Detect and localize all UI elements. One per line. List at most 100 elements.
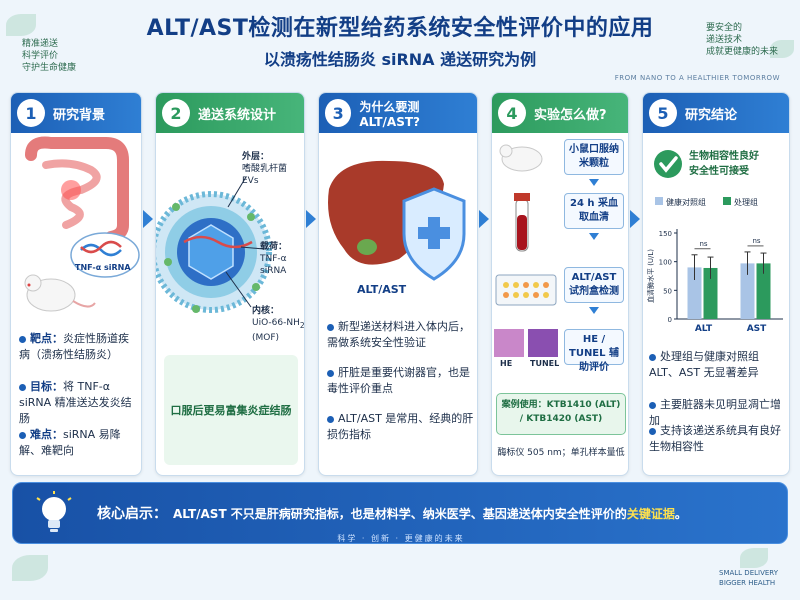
core-label: 内核： UiO-66-NH2 (MOF) — [252, 306, 305, 343]
flow-arrow — [306, 210, 316, 228]
panel-title: 为什么要测 ALT/AST? — [359, 99, 420, 129]
panel-background: 4 实验怎么做? HE TUNEL 小鼠口服纳米颗粒 24 h 采血取血清 AL… — [491, 92, 629, 476]
instrument-note: 酶标仪 505 nm；单孔样本量低 — [497, 448, 625, 458]
y-tick-label: 50 — [663, 287, 672, 295]
bar — [740, 263, 755, 319]
legend-label: 处理组 — [734, 197, 758, 207]
bullet-dot — [649, 427, 656, 435]
step-box: ALT/AST 试剂盒检测 — [564, 267, 624, 303]
step-number: 1 — [17, 99, 45, 127]
panel-header: 1 研究背景 — [11, 93, 141, 133]
sirna-bubble — [70, 232, 140, 278]
mof-core-icon — [188, 224, 234, 280]
cargo-label: 载荷： TNF-α siRNA — [260, 242, 288, 276]
case-label: 案例使用：KTB1410 (ALT) / KTB1420 (AST) — [501, 400, 621, 424]
stain-label-he: HE — [500, 359, 513, 368]
caption-text: 口服后更易富集炎症结肠 — [170, 404, 292, 417]
caption-box: 口服后更易富集炎症结肠 — [164, 355, 298, 465]
liver-label: ALT/AST — [357, 283, 407, 296]
colon-icon — [25, 136, 129, 243]
legend-swatch — [723, 197, 731, 205]
motto-right: FROM NANO TO A HEALTHIER TOMORROW — [614, 74, 780, 82]
bullet-dot — [649, 353, 656, 361]
step-number: 4 — [498, 99, 526, 127]
step-arrow — [589, 233, 599, 240]
list-item: 新型递送材料进入体内后，需做系统安全性验证 — [327, 320, 470, 349]
legend-swatch — [655, 197, 663, 205]
list-item: 目标：将 TNF-α siRNA 精准送达发炎结肠 — [19, 380, 132, 425]
bullet-dot — [19, 383, 26, 391]
tunel-stain-icon — [528, 329, 558, 357]
step-number: 5 — [649, 99, 677, 127]
list-item: 主要脏器未见明显凋亡增加 — [649, 398, 781, 427]
panel-title: 递送系统设计 — [198, 107, 277, 123]
legend-label: 健康对照组 — [666, 197, 706, 207]
inflammation-icon — [61, 180, 81, 200]
flow-arrow — [143, 210, 153, 228]
bullet-dot — [19, 431, 26, 439]
list-item: 难点：siRNA 易降解、难靶向 — [19, 428, 121, 457]
list-item: 靶点：炎症性肠道疾病（溃疡性结肠炎） — [19, 332, 129, 361]
step-arrow — [589, 179, 599, 186]
bar — [703, 267, 718, 319]
bullet-dot — [649, 401, 656, 409]
experiment-illustrations — [494, 144, 558, 357]
sirna-label: TNF-α siRNA — [75, 263, 131, 272]
y-axis-label: 血清酶水平 (U/L) — [646, 249, 655, 303]
tagline-right: 要安全的 递送技术 成就更健康的未来 — [705, 23, 778, 57]
flow-arrow — [630, 210, 640, 228]
step-number: 3 — [325, 99, 352, 127]
result-chart: 健康对照组处理组050100150血清酶水平 (U/L)nsALTnsAST — [646, 197, 783, 334]
intestine-mouse-illustration — [24, 136, 140, 312]
y-tick-label: 0 — [668, 316, 672, 324]
x-tick-label: ALT — [695, 324, 713, 334]
slogan: 科学 · 创新 · 更健康的未来 — [337, 534, 465, 543]
leaf-decoration — [12, 555, 48, 581]
bullet-dot — [19, 335, 26, 343]
he-stain-icon — [494, 329, 524, 357]
assay-plate-icon — [495, 274, 557, 306]
step-number: 2 — [162, 99, 190, 127]
panel-header: 4 实验怎么做? — [492, 93, 628, 133]
tagline-left: 精准递送 科学评价 守护生命健康 — [22, 39, 77, 73]
step-box: 24 h 采血取血清 — [564, 193, 624, 229]
panel-header: 5 研究结论 — [643, 93, 789, 133]
bullet-dot — [327, 369, 334, 377]
panel-background: 2 递送系统设计 外层： 嗜酸乳杆菌 EVs 载荷： TNF-α siRNA 内… — [155, 92, 305, 476]
panel-title: 实验怎么做? — [534, 107, 607, 123]
page-header: ALT/AST检测在新型给药系统安全性评价中的应用 以溃疡性结肠炎 siRNA … — [0, 0, 800, 92]
y-tick-label: 150 — [659, 230, 672, 238]
bullet-dot — [327, 415, 334, 423]
insight-text: 核心启示：ALT/AST 不只是肝病研究指标，也是材料学、纳米医学、基因递送体内… — [97, 506, 687, 522]
step-arrow — [589, 307, 599, 314]
list-item: 肝脏是重要代谢器官，也是毒性评价重点 — [327, 366, 470, 395]
check-text: 生物相容性良好 安全性可接受 — [689, 151, 759, 177]
y-tick-label: 100 — [659, 259, 672, 267]
panel-header: 3 为什么要测 ALT/AST? — [319, 93, 477, 133]
check-icon — [654, 150, 682, 178]
footer-motto: SMALL DELIVERY BIGGER HEALTH — [719, 569, 778, 587]
leaf-decoration — [740, 548, 768, 568]
step-box: 小鼠口服纳米颗粒 — [564, 139, 624, 175]
leaf-decoration — [770, 40, 794, 58]
liver-shield-illustration — [328, 160, 466, 281]
bar — [756, 263, 771, 319]
insight-banner: 核心启示：ALT/AST 不只是肝病研究指标，也是材料学、纳米医学、基因递送体内… — [12, 482, 788, 544]
flow-arrow — [479, 210, 489, 228]
step-box: HE / TUNEL 辅助评价 — [564, 329, 624, 373]
bar — [687, 267, 702, 319]
x-tick-label: AST — [747, 324, 767, 334]
stain-label-tunel: TUNEL — [530, 359, 560, 368]
outer-layer-label: 外层： 嗜酸乳杆菌 EVs — [242, 152, 288, 186]
bullet-dot — [327, 323, 334, 331]
list-item: ALT/AST 是常用、经典的肝损伤指标 — [327, 412, 474, 441]
page-title: ALT/AST检测在新型给药系统安全性评价中的应用 — [146, 16, 654, 41]
page-subtitle: 以溃疡性结肠炎 siRNA 递送研究为例 — [263, 50, 537, 69]
panel-title: 研究结论 — [685, 107, 738, 123]
nanoparticle-illustration — [156, 176, 272, 313]
list-item: 处理组与健康对照组 ALT、AST 无显著差异 — [649, 350, 759, 379]
lightbulb-icon — [36, 491, 72, 532]
leaf-decoration — [6, 14, 36, 36]
significance-label: ns — [752, 237, 760, 245]
panel-title: 研究背景 — [53, 107, 106, 123]
